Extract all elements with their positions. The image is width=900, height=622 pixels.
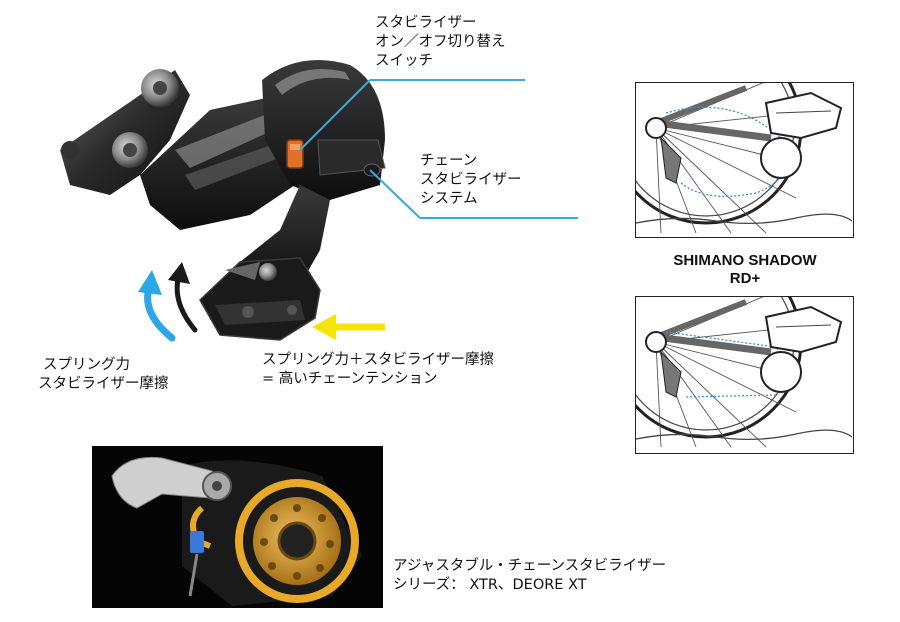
shadow-caption: SHIMANO SHADOW RD+ (673, 252, 817, 287)
combined-force-label: スプリング力＋スタビライザー摩擦 = 高いチェーンテンション (262, 352, 494, 387)
adjust-screw-icon (190, 531, 204, 553)
cassette-icon (645, 117, 667, 139)
chain-stabilizer-label: チェーン スタビライザー システム (420, 153, 522, 207)
pulley-bolt-icon (259, 263, 277, 281)
shoe-icon (764, 91, 843, 140)
chainring-icon (760, 137, 802, 179)
cassette-icon (645, 331, 667, 353)
shoe-icon (764, 305, 843, 354)
shadow-illustration-panel (635, 82, 854, 238)
spring-force-label: スプリング力 スタビライザー摩擦 (38, 357, 169, 392)
ground-line (636, 213, 852, 225)
shadow-plus-illustration-panel (635, 296, 854, 454)
stabilizer-switch-label: スタビライザー オン／オフ切り替え スイッチ (375, 15, 506, 69)
adjustable-stabilizer-photo (92, 446, 383, 608)
ground-line (636, 429, 852, 441)
chainring-icon (760, 351, 802, 393)
adjustable-stabilizer-label: アジャスタブル・チェーンスタビライザー シリーズ： XTR、DEORE XT (393, 558, 667, 593)
stabilizer-callout-line (369, 169, 421, 219)
stabilizer-ring-icon (235, 479, 359, 603)
switch-callout-line (299, 79, 371, 151)
chain-tension-arrow-icon (312, 314, 336, 340)
